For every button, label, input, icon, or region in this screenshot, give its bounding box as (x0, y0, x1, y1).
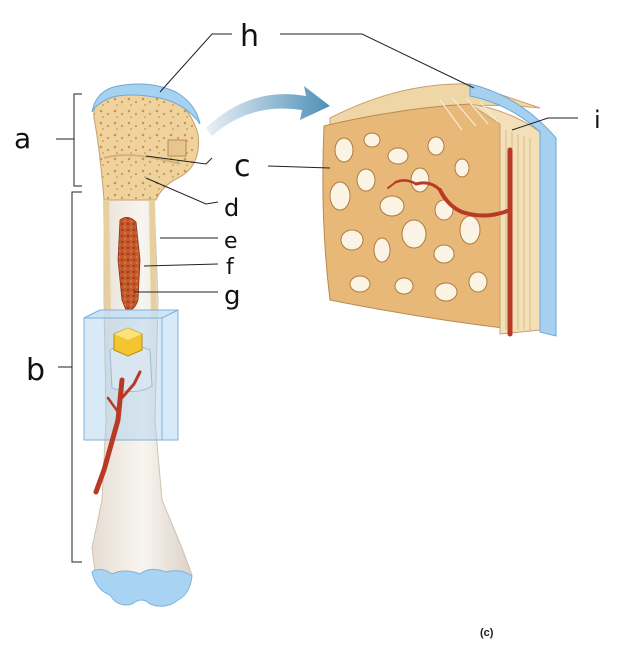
label-c: c (234, 149, 251, 184)
label-e: e (224, 229, 238, 254)
distal-cartilage (92, 569, 192, 606)
compact-bone-right (152, 200, 154, 318)
label-d: d (224, 194, 239, 222)
epiphysis-cut (168, 140, 186, 156)
label-f: f (226, 255, 235, 280)
label-h: h (240, 19, 259, 54)
long-bone (84, 84, 200, 606)
figure-caption: (c) (480, 627, 494, 639)
label-i: i (594, 106, 601, 134)
zoom-arrow (206, 86, 330, 136)
label-a: a (14, 122, 31, 155)
compact-bone-left (106, 200, 108, 318)
medullary-cavity (118, 217, 140, 310)
spongy-bone-block (323, 84, 556, 336)
label-g: g (224, 281, 241, 311)
label-b: b (26, 353, 45, 388)
